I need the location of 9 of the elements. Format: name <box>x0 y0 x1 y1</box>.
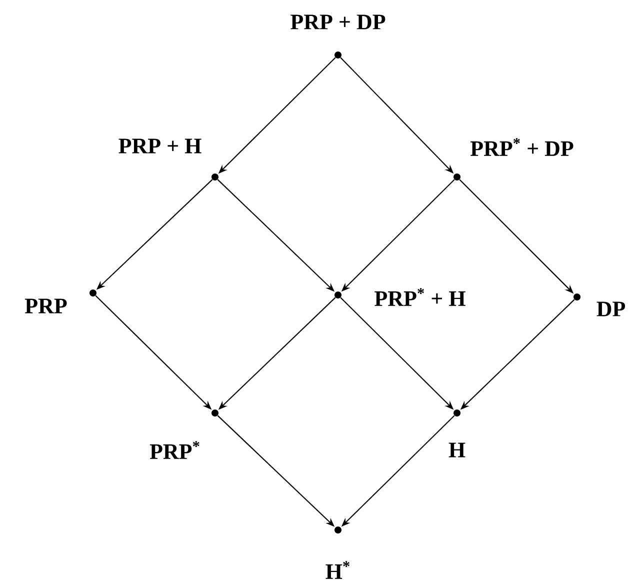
node-label: DP <box>596 302 626 316</box>
node-label: PRP + H <box>118 138 202 154</box>
node-label: H <box>448 442 466 458</box>
node-label: PRP + DP <box>290 14 386 30</box>
node-label: PRP <box>25 298 67 314</box>
node-label: PRP$^{*}$ + H <box>374 288 466 306</box>
node-label: PRP$^{*}$ + DP <box>470 138 574 156</box>
node-label: H$^{*}$ <box>326 561 350 579</box>
node-label: PRP$^{*}$ <box>150 441 200 459</box>
